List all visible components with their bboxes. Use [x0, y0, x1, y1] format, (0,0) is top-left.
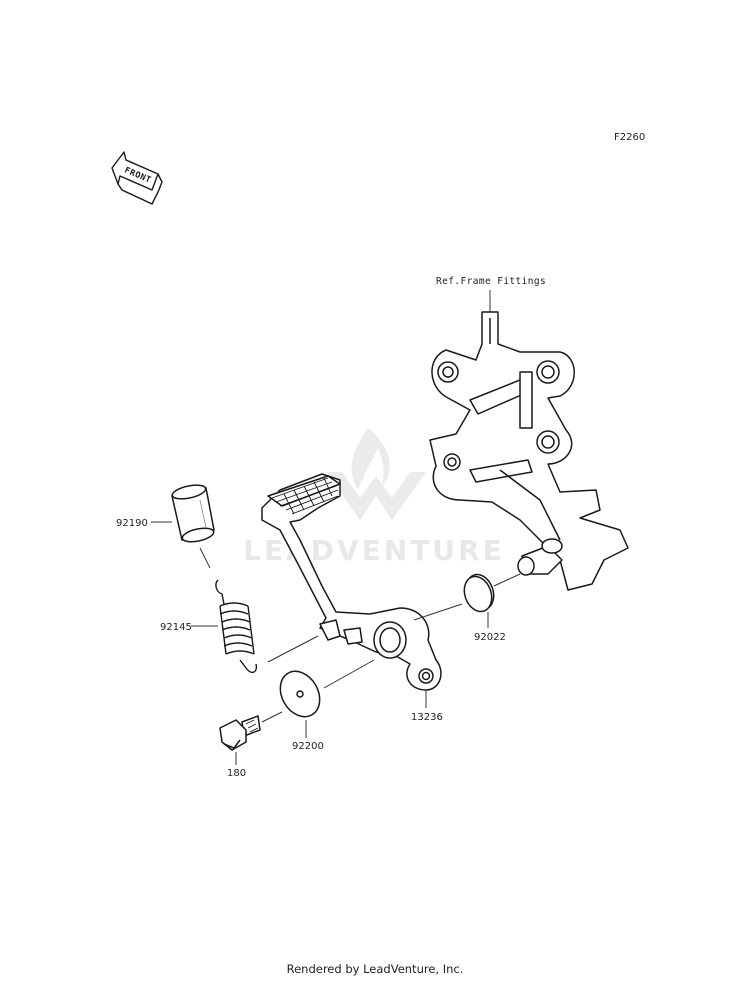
washer-92022[interactable]: [460, 571, 499, 616]
collar-92190[interactable]: [171, 483, 215, 545]
part-label-180[interactable]: 180: [227, 768, 246, 779]
part-label-92200[interactable]: 92200: [292, 741, 324, 752]
brake-pedal-13236[interactable]: [261, 473, 442, 691]
footer-credit: Rendered by LeadVenture, Inc.: [286, 962, 464, 976]
spring-92145[interactable]: [215, 579, 258, 674]
part-label-92145[interactable]: 92145: [160, 622, 192, 633]
part-label-92190[interactable]: 92190: [116, 518, 148, 529]
diagram-code: F2260: [614, 132, 645, 143]
pedal-tread: [271, 477, 339, 515]
ref-frame-label: Ref.Frame Fittings: [436, 276, 546, 287]
callouts: [151, 521, 489, 765]
part-label-92022[interactable]: 92022: [474, 632, 506, 643]
watermark-logo: LEADVENTURE: [243, 428, 505, 567]
washer-92200[interactable]: [272, 664, 327, 724]
frame-bracket: [429, 311, 629, 591]
watermark-text: LEADVENTURE: [243, 534, 505, 567]
alignment-lines: [199, 547, 521, 723]
bolt-180[interactable]: [219, 715, 261, 751]
part-label-13236[interactable]: 13236: [411, 712, 443, 723]
front-arrow-icon: FRONT: [111, 151, 163, 205]
